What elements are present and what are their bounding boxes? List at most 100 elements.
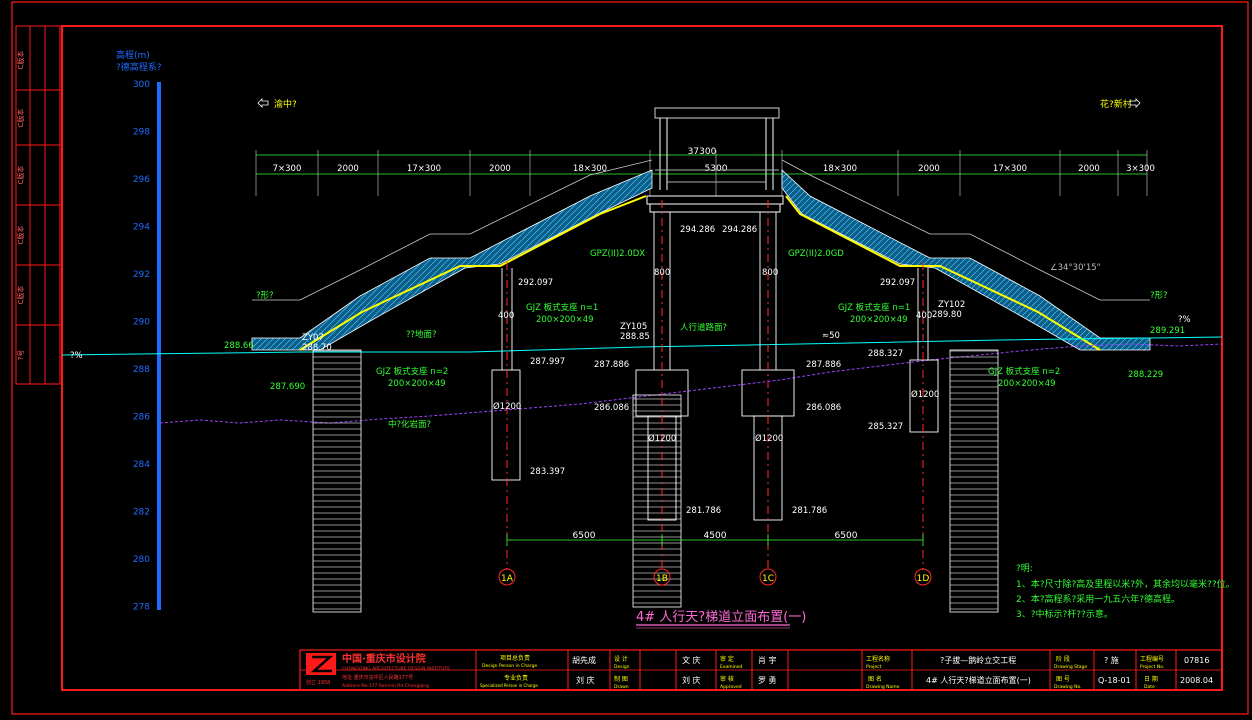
tb-projname: ?子拔—鹅岭立交工程 xyxy=(940,655,1016,665)
company-logo xyxy=(306,653,336,675)
strip-cell: C版本 xyxy=(16,226,25,245)
elev-zy05-v: 288.85 xyxy=(620,332,650,342)
elev-pier-b-bot: 281.786 xyxy=(686,506,721,516)
scale-tick-label: 290 xyxy=(133,318,150,328)
abutment-right xyxy=(949,349,999,613)
notes-item: 2、本?高程系?采用一九五六年?德高程。 xyxy=(1016,593,1180,605)
elev-pier-c-bot: 281.786 xyxy=(792,506,827,516)
notes-item: 1、本?尺寸除?高及里程以米?外，其余均以毫米??位。 xyxy=(1016,578,1235,590)
label-weathered: 中?化岩面? xyxy=(388,419,431,430)
elev-ground-left-low: 287.690 xyxy=(270,382,305,392)
tb-drawname-en: Drawing Name xyxy=(866,684,900,690)
scale-header: 高程(m) xyxy=(116,49,150,61)
company-est: 创立 1958 xyxy=(306,679,330,686)
tb-lead-name: 胡先成 xyxy=(572,655,596,665)
strip-cell: C版本 xyxy=(16,166,25,185)
label-gpz-right: GPZ(II)2.0GD xyxy=(788,249,844,259)
scale-tick-label: 292 xyxy=(133,270,150,280)
elev-ground-right-low: 288.229 xyxy=(1128,370,1163,380)
title-block: 中国·重庆市设计院 CHONGQING ARCHITECTURE DESIGN … xyxy=(299,649,1223,691)
label-col-d: 400 xyxy=(916,311,932,321)
label-gjz-small-right: GJZ 板式支座 n=1 xyxy=(838,302,910,313)
tb-draw-name: 刘 庆 xyxy=(682,675,701,685)
dim-segment-label: 18×300 xyxy=(573,164,607,174)
dim-segment-label: 2000 xyxy=(1078,164,1100,174)
tb-drawname: 4# 人行天?梯道立面布置(一) xyxy=(926,675,1031,685)
tb-spec-name: 刘 庆 xyxy=(576,675,595,685)
company-addr: 地址 重庆市渝中区人民路177号 xyxy=(342,674,413,681)
direction-left: 渝中? xyxy=(257,98,297,110)
label-stair-left: ?形? xyxy=(256,291,274,301)
tb-projname-en: Project xyxy=(866,664,882,670)
label-pile-b: Ø1200 xyxy=(648,433,676,444)
tb-check-cn: 审 定 xyxy=(720,655,734,663)
tb-drawname-cn: 图 名 xyxy=(868,675,882,683)
dim-segment-label: 17×300 xyxy=(993,164,1027,174)
tb-stage-cn: 阶 段 xyxy=(1056,655,1070,663)
tb-date-val: 2008.04 xyxy=(1180,676,1213,685)
drawing-title: 4# 人行天?梯道立面布置(一) xyxy=(636,610,806,625)
tb-lead-cn: 项目总负责 xyxy=(500,654,530,662)
grid-spacing: 6500 xyxy=(573,531,596,541)
scale-tick-label: 296 xyxy=(133,175,150,185)
stair-left xyxy=(251,159,653,351)
tb-design-en: Design xyxy=(614,664,630,670)
tb-design-name: 文 庆 xyxy=(682,655,701,665)
scale-tick-label: 278 xyxy=(133,603,150,613)
pier-d xyxy=(909,268,939,433)
dim-segment-label: 2000 xyxy=(918,164,940,174)
direction-left-label: 渝中? xyxy=(274,98,297,110)
elev-pier-b-mid: 286.086 xyxy=(594,403,629,413)
label-gjz-size-b: 200×200×49 xyxy=(850,315,908,325)
dim-segment-label: 17×300 xyxy=(407,164,441,174)
label-sidewalk: 人行道路面? xyxy=(680,322,727,333)
tb-spec-en: Specialized Person in Charge xyxy=(480,683,538,688)
tb-date-en: Date xyxy=(1144,684,1155,690)
elev-pier-c-top: 287.886 xyxy=(806,360,841,370)
grid-spacing: 6500 xyxy=(835,531,858,541)
dim-center: 5300 xyxy=(705,164,728,174)
elev-zy02: ZY102 xyxy=(938,300,965,310)
top-dimensions xyxy=(255,150,1148,196)
tb-check-name: 肖 宇 xyxy=(758,655,777,665)
elev-ground-right-top: 289.291 xyxy=(1150,326,1185,336)
tb-drawno-en: Drawing No. xyxy=(1054,684,1082,690)
label-angle: ∠34°30'15" xyxy=(1050,263,1101,273)
elevation-scale: 高程(m) ?德高程系? 300298296294292290288286284… xyxy=(116,49,162,613)
elev-deck-left: 294.286 xyxy=(680,225,715,235)
label-gjz-big-left: GJZ 板式支座 n=2 xyxy=(376,366,448,377)
tb-stage-val: ? 施 xyxy=(1104,655,1119,665)
scale-tick-label: 288 xyxy=(133,365,150,375)
label-gjz-size-c: 200×200×49 xyxy=(388,379,446,389)
scale-tick-label: 300 xyxy=(133,80,150,90)
elev-pier-c-mid: 286.086 xyxy=(806,403,841,413)
label-gjz-small-left: GJZ 板式支座 n=1 xyxy=(526,302,598,313)
dim-overall: 37300 xyxy=(688,147,717,157)
label-gjz-big-right: GJZ 板式支座 n=2 xyxy=(988,366,1060,377)
tb-approve-name: 罗 勇 xyxy=(758,676,777,685)
elev-pier-d-bot: 285.327 xyxy=(868,422,903,432)
company-sub: CHONGQING ARCHITECTURE DESIGN INSTITUTE xyxy=(342,666,450,672)
weathered-line xyxy=(159,343,1223,424)
tb-drawno-val: Q-18-01 xyxy=(1098,676,1131,685)
bridge-deck xyxy=(646,107,784,213)
scale-tick-label: 294 xyxy=(133,223,150,233)
scale-tick-label: 286 xyxy=(133,413,150,423)
tb-lead-en: Design Person in Charge xyxy=(482,663,537,669)
axis-label: 1C xyxy=(762,574,774,584)
revision-strip: C版本 C版本 C版本 C版本 C版本 ?号 xyxy=(15,25,61,385)
pier-a xyxy=(491,268,521,481)
tb-draw-en: Drawn xyxy=(614,684,629,690)
tb-drawno-cn: 图 号 xyxy=(1056,676,1070,683)
stair-right xyxy=(781,159,1151,351)
tb-projno-val: 07816 xyxy=(1184,656,1209,665)
tb-date-cn: 日 期 xyxy=(1144,675,1158,683)
label-pile-a: Ø1200 xyxy=(493,401,521,412)
label-pile-c: Ø1200 xyxy=(755,433,783,444)
axis-label: 1D xyxy=(917,574,930,584)
scale-tick-label: 284 xyxy=(133,460,150,470)
dim-segment-label: 3×300 xyxy=(1126,164,1155,174)
notes-title: ?明: xyxy=(1016,563,1033,574)
axis-label: 1A xyxy=(501,574,514,584)
